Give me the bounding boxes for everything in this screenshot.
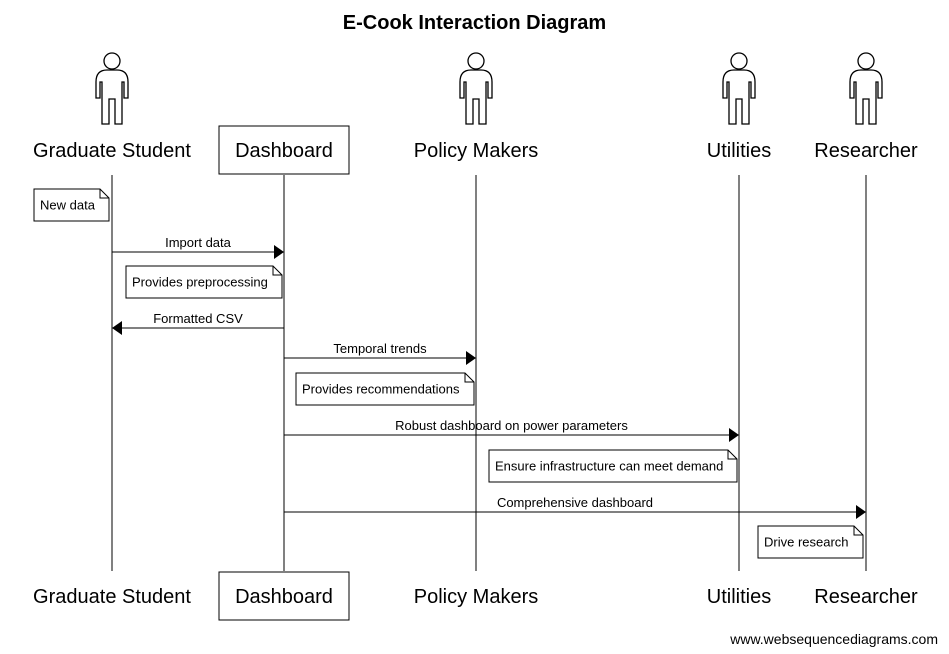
note-fold-icon bbox=[464, 373, 474, 383]
actor-icon-policy bbox=[459, 52, 493, 125]
note-text: Provides recommendations bbox=[302, 382, 460, 397]
participant-box-dash-top bbox=[218, 125, 350, 175]
participant-label-res-top: Researcher bbox=[814, 140, 918, 162]
arrowhead-icon bbox=[466, 351, 476, 365]
message-label: Import data bbox=[165, 235, 232, 250]
note-box bbox=[295, 372, 475, 406]
note-7: Ensure infrastructure can meet demand bbox=[488, 449, 738, 483]
participant-label-policy-bottom: Policy Makers bbox=[414, 586, 538, 608]
note-box bbox=[488, 449, 738, 483]
message-4: Temporal trends bbox=[284, 341, 476, 365]
message-label: Formatted CSV bbox=[153, 311, 243, 326]
note-box bbox=[125, 265, 283, 299]
arrowhead-icon bbox=[729, 428, 739, 442]
note-fold-icon bbox=[272, 266, 282, 276]
participant-label-policy-top: Policy Makers bbox=[414, 140, 538, 162]
participant-label-util-bottom: Utilities bbox=[707, 586, 771, 608]
note-0: New data bbox=[33, 188, 110, 222]
participant-label-grad-bottom: Graduate Student bbox=[33, 586, 191, 608]
note-fold-icon bbox=[99, 189, 109, 199]
message-6: Robust dashboard on power parameters bbox=[284, 418, 739, 442]
note-fold-icon bbox=[727, 450, 737, 460]
footer-credit: www.websequencediagrams.com bbox=[729, 631, 938, 647]
note-2: Provides preprocessing bbox=[125, 265, 283, 299]
participant-box-dash-bottom bbox=[218, 571, 350, 621]
message-3: Formatted CSV bbox=[112, 311, 284, 335]
note-9: Drive research bbox=[757, 525, 864, 559]
note-text: New data bbox=[40, 198, 96, 213]
note-5: Provides recommendations bbox=[295, 372, 475, 406]
note-fold-icon bbox=[853, 526, 863, 536]
participant-label-dash-top: Dashboard bbox=[235, 140, 333, 162]
actor-icon-res bbox=[849, 52, 883, 125]
message-label: Temporal trends bbox=[333, 341, 427, 356]
note-text: Provides preprocessing bbox=[132, 275, 268, 290]
participant-label-grad-top: Graduate Student bbox=[33, 140, 191, 162]
note-box bbox=[757, 525, 864, 559]
participant-label-dash-bottom: Dashboard bbox=[235, 586, 333, 608]
message-1: Import data bbox=[112, 235, 284, 259]
participant-label-res-bottom: Researcher bbox=[814, 586, 918, 608]
actor-icon-grad bbox=[95, 52, 129, 125]
diagram-title: E-Cook Interaction Diagram bbox=[343, 12, 606, 34]
note-text: Drive research bbox=[764, 535, 849, 550]
arrowhead-icon bbox=[856, 505, 866, 519]
participant-label-util-top: Utilities bbox=[707, 140, 771, 162]
note-text: Ensure infrastructure can meet demand bbox=[495, 459, 723, 474]
message-label: Robust dashboard on power parameters bbox=[395, 418, 628, 433]
lifelines bbox=[111, 175, 867, 571]
arrowhead-icon bbox=[274, 245, 284, 259]
note-box bbox=[33, 188, 110, 222]
arrowhead-icon bbox=[112, 321, 122, 335]
message-8: Comprehensive dashboard bbox=[284, 495, 866, 519]
actor-icon-util bbox=[722, 52, 756, 125]
message-label: Comprehensive dashboard bbox=[497, 495, 653, 510]
